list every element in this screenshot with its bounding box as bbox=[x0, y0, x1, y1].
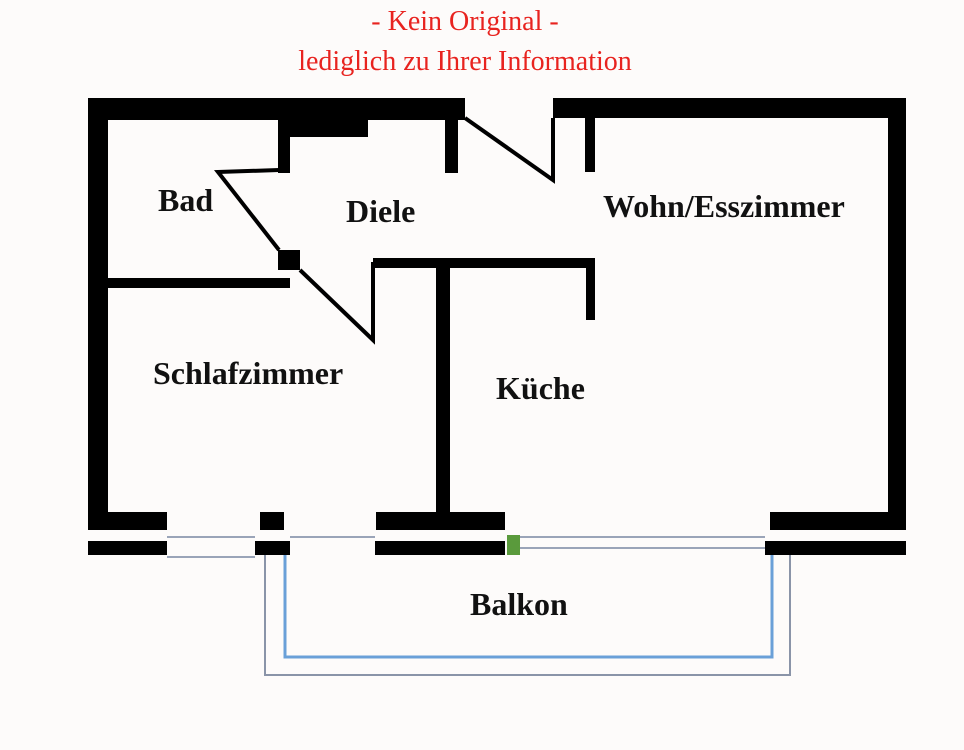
wall-bottom-4 bbox=[770, 512, 906, 530]
wall-bottom-1 bbox=[88, 512, 167, 530]
wall-outer-2 bbox=[255, 541, 290, 555]
wall-bad-right bbox=[278, 120, 290, 173]
wall-wohn-stub bbox=[585, 118, 595, 172]
doors bbox=[213, 116, 555, 345]
room-label-wohn: Wohn/Esszimmer bbox=[603, 188, 845, 224]
wall-top-thick bbox=[288, 98, 368, 137]
wall-bottom-2 bbox=[260, 512, 284, 530]
wall-top-right bbox=[553, 98, 906, 118]
balcony-railing bbox=[264, 555, 791, 676]
wall-outer-1 bbox=[88, 541, 167, 555]
door-entry bbox=[463, 116, 555, 184]
wall-kueche-left bbox=[436, 262, 450, 530]
wall-left bbox=[88, 98, 108, 530]
wall-top-left bbox=[88, 98, 465, 120]
wall-diele-stub bbox=[445, 118, 458, 173]
room-label-balkon: Balkon bbox=[470, 586, 568, 622]
door-bad bbox=[213, 168, 281, 252]
room-label-kueche: Küche bbox=[496, 370, 585, 406]
windows bbox=[167, 536, 765, 558]
wall-bad-bottom bbox=[88, 278, 290, 288]
wall-kueche-top bbox=[373, 258, 595, 268]
wall-outer-3 bbox=[375, 541, 505, 555]
room-label-schlafzimmer: Schlafzimmer bbox=[153, 355, 344, 391]
door-pivot bbox=[278, 250, 300, 270]
walls bbox=[88, 98, 906, 555]
room-label-diele: Diele bbox=[346, 193, 416, 229]
door-schlafzimmer bbox=[298, 262, 375, 345]
wall-kueche-right bbox=[586, 262, 595, 320]
wall-bottom-3 bbox=[376, 512, 505, 530]
wall-right bbox=[888, 98, 906, 530]
wall-outer-4 bbox=[765, 541, 906, 555]
green-post bbox=[507, 535, 520, 555]
notice-line-1: - Kein Original - bbox=[371, 6, 559, 37]
room-label-bad: Bad bbox=[158, 182, 214, 218]
notice-line-2: lediglich zu Ihrer Information bbox=[298, 46, 632, 77]
